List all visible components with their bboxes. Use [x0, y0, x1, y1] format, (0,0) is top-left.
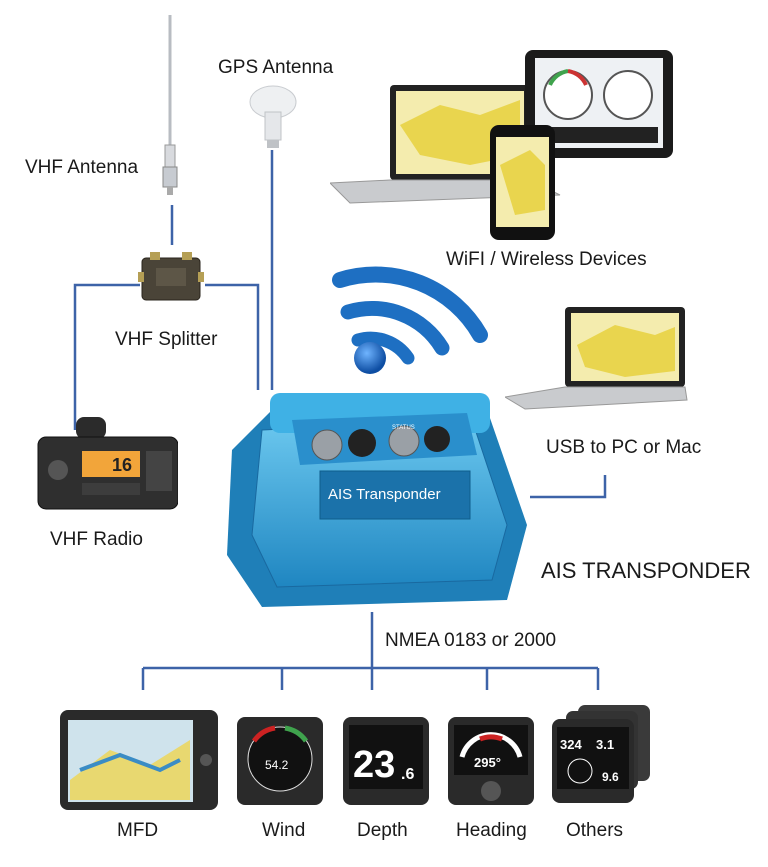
depth-value: 23	[353, 744, 395, 786]
heading-instrument-icon: 295°	[448, 717, 534, 805]
depth-instrument-icon: 23 .6	[343, 717, 429, 805]
vhf-radio-icon: 16	[37, 417, 178, 510]
others-value-2: 3.1	[596, 737, 614, 752]
vhf-splitter-icon	[138, 252, 204, 301]
device-label-heading: Heading	[456, 820, 527, 841]
usb-label: USB to PC or Mac	[546, 437, 702, 458]
device-label-depth: Depth	[357, 820, 408, 841]
transponder-title: AIS Transponder	[328, 486, 441, 503]
vhf-splitter-label: VHF Splitter	[115, 329, 218, 350]
nmea-label: NMEA 0183 or 2000	[385, 630, 557, 651]
device-label-wind: Wind	[262, 820, 306, 841]
heading-value: 295°	[474, 755, 501, 770]
device-label-others: Others	[566, 820, 624, 841]
wifi-icon	[332, 266, 488, 374]
wifi-devices-label: WiFI / Wireless Devices	[446, 249, 647, 270]
vhf-antenna-icon	[162, 15, 178, 195]
vhf-radio-label: VHF Radio	[50, 529, 143, 550]
usb-laptop-icon	[505, 307, 688, 410]
wind-value: 54.2	[265, 758, 289, 772]
wireless-devices-icon	[330, 50, 673, 240]
ais-transponder-icon: AIS Transponder STATUS	[227, 393, 527, 607]
depth-decimal: .6	[401, 766, 414, 783]
vhf-channel-text: 16	[112, 455, 132, 475]
device-label-mfd: MFD	[117, 820, 159, 841]
mfd-icon	[60, 710, 218, 810]
vhf-antenna-label: VHF Antenna	[25, 157, 139, 178]
transponder-status: STATUS	[392, 425, 415, 431]
wind-instrument-icon: 54.2	[237, 717, 323, 805]
gps-antenna-icon	[249, 85, 297, 148]
ais-transponder-label: AIS TRANSPONDER	[541, 558, 751, 583]
others-instruments-icon: 324 3.1 9.6	[552, 705, 650, 803]
others-value-1: 324	[560, 737, 582, 752]
gps-antenna-label: GPS Antenna	[218, 57, 334, 78]
others-value-3: 9.6	[602, 770, 619, 784]
